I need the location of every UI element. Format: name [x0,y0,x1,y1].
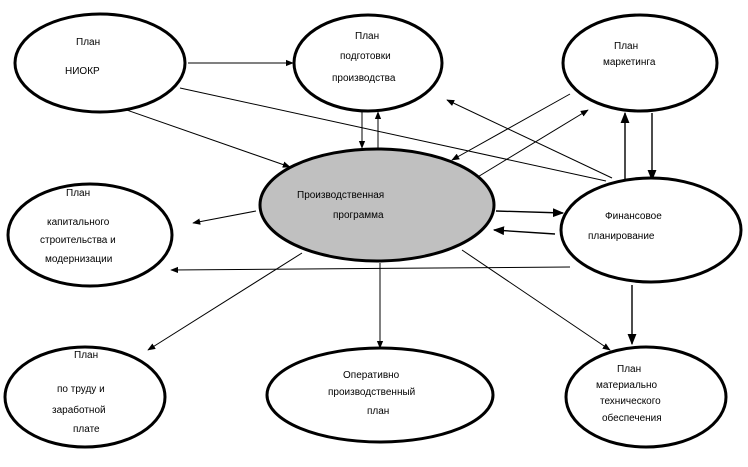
labor-wages-ellipse [3,345,167,449]
capital-construction-line3: строительства и [40,235,116,246]
operational-production-ellipse [265,346,495,444]
niokr-line2: НИОКР [65,66,100,77]
edges [97,59,657,351]
edge-financial-to-program [492,226,556,236]
production-prep-line2: подготовки [340,51,391,62]
production-prep-line3: производства [332,73,396,84]
capital-construction-line1: План [66,188,90,199]
edge-program-to-marketing [475,109,589,179]
edge-program-to-labor [147,252,303,351]
production-prep-line1: План [355,31,379,42]
operational-production-line2: производственный [328,387,415,398]
operational-production-line1: Оперативно [343,370,400,381]
niokr-line1: План [76,37,100,48]
node-marketing: План маркетинга [561,13,719,113]
node-capital-construction: План капитального строительства и модерн… [6,182,174,288]
labor-wages-line2: по труду и [57,384,105,395]
node-operational-production: Оперативно производственный план [265,346,495,444]
material-supply-line2: материально [596,380,658,391]
material-supply-line3: технического [600,396,661,407]
material-supply-ellipse [564,345,728,449]
edge-financial-to-capital [170,266,571,274]
node-material-supply: План материально технического обеспечени… [564,345,728,449]
marketing-ellipse [561,13,719,113]
financial-planning-line2: планирование [588,231,655,242]
edge-financial-to-prep [446,99,613,179]
marketing-line2: маркетинга [603,57,656,68]
marketing-line1: План [614,41,638,52]
node-niokr: План НИОКР [13,12,187,114]
financial-planning-ellipse [559,176,743,284]
niokr-ellipse [13,12,187,114]
node-production-program: Производственная программа [258,147,496,263]
production-program-line1: Производственная [297,190,384,201]
edge-program-to-supply [461,249,611,351]
edge-niokr-to-production-program [97,99,291,168]
production-program-ellipse [258,147,496,263]
operational-production-line3: план [367,406,389,417]
production-program-line2: программа [333,210,384,221]
node-production-prep: План подготовки производства [292,13,444,113]
edge-niokr-to-financial [179,87,607,182]
edge-program-to-financial [495,208,565,218]
edge-program-to-capital [192,210,257,225]
capital-construction-line4: модернизации [45,254,112,265]
financial-planning-line1: Финансовое [605,211,662,222]
material-supply-line4: обеспечения [602,412,662,424]
node-financial-planning: Финансовое планирование [559,176,743,284]
edge-marketing-to-program [451,93,571,161]
production-prep-ellipse [292,13,444,113]
node-labor-wages: План по труду и заработной плате [3,345,167,449]
material-supply-line1: План [617,364,641,375]
labor-wages-line1: План [74,350,98,361]
capital-construction-ellipse [6,182,174,288]
capital-construction-line2: капитального [47,217,110,228]
labor-wages-line4: плате [73,424,100,435]
labor-wages-line3: заработной [52,404,106,416]
